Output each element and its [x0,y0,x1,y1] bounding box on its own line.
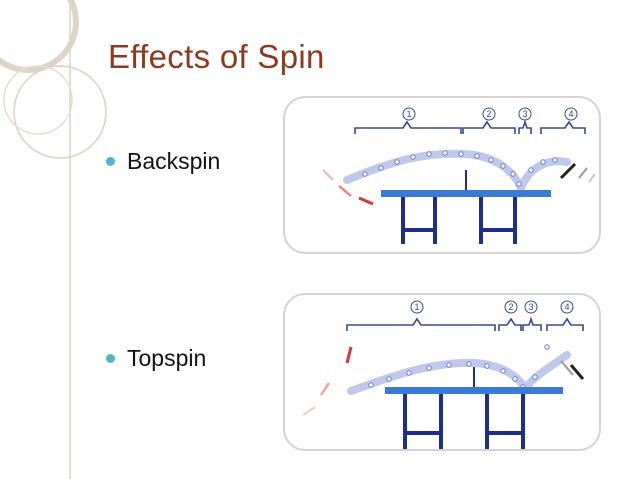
racket-ghost-2 [339,186,351,196]
table-legs [403,197,515,244]
table-legs [405,394,523,449]
table-top [385,387,563,394]
phase-label-3: 3 [522,109,527,119]
bullet-label: Topspin [127,345,206,372]
brace-phase-3 [523,319,541,331]
phase-label-2: 2 [508,302,513,312]
brace-phase-2 [499,319,521,331]
racket-ghost-out-1 [579,168,587,178]
brace-phase-1 [355,122,461,134]
phase-label-3: 3 [528,302,533,312]
decorative-circle-top [0,0,76,70]
backspin-diagram-graphic: 1 2 3 4 [285,98,601,254]
racket-outgoing [561,164,575,178]
topspin-diagram: 1 2 3 4 [283,293,601,451]
bullet-backspin: Backspin [106,148,220,175]
brace-phase-3 [519,122,531,134]
racket-outgoing [571,365,583,379]
brace-phase-2 [463,122,515,134]
racket-incoming [359,198,373,204]
racket-incoming [347,347,351,363]
ball-trajectory [347,154,567,188]
table-top [381,190,551,197]
topspin-diagram-graphic: 1 2 3 4 [285,295,601,451]
phase-label-1: 1 [414,302,419,312]
racket-ghost-1 [323,170,333,180]
decorative-circle-inner [4,66,72,134]
phase-label-1: 1 [406,109,411,119]
ball-trajectory [351,355,567,391]
phase-label-4: 4 [564,302,569,312]
racket-ghost-out-2 [589,174,595,182]
brace-phase-1 [347,319,495,331]
decorative-circle-middle [14,66,106,158]
phase-label-2: 2 [486,109,491,119]
bullet-label: Backspin [127,148,220,175]
brace-phase-4 [541,122,585,134]
racket-ghost-2 [321,383,329,395]
bullet-marker [106,354,115,363]
racket-ghost-1 [303,407,315,415]
bullet-topspin: Topspin [106,345,206,372]
bullet-marker [106,157,115,166]
brace-phase-4 [547,319,583,331]
phase-label-4: 4 [568,109,573,119]
racket-ghost-out-1 [561,361,573,375]
slide-title: Effects of Spin [108,38,325,76]
backspin-diagram: 1 2 3 4 [283,96,601,254]
